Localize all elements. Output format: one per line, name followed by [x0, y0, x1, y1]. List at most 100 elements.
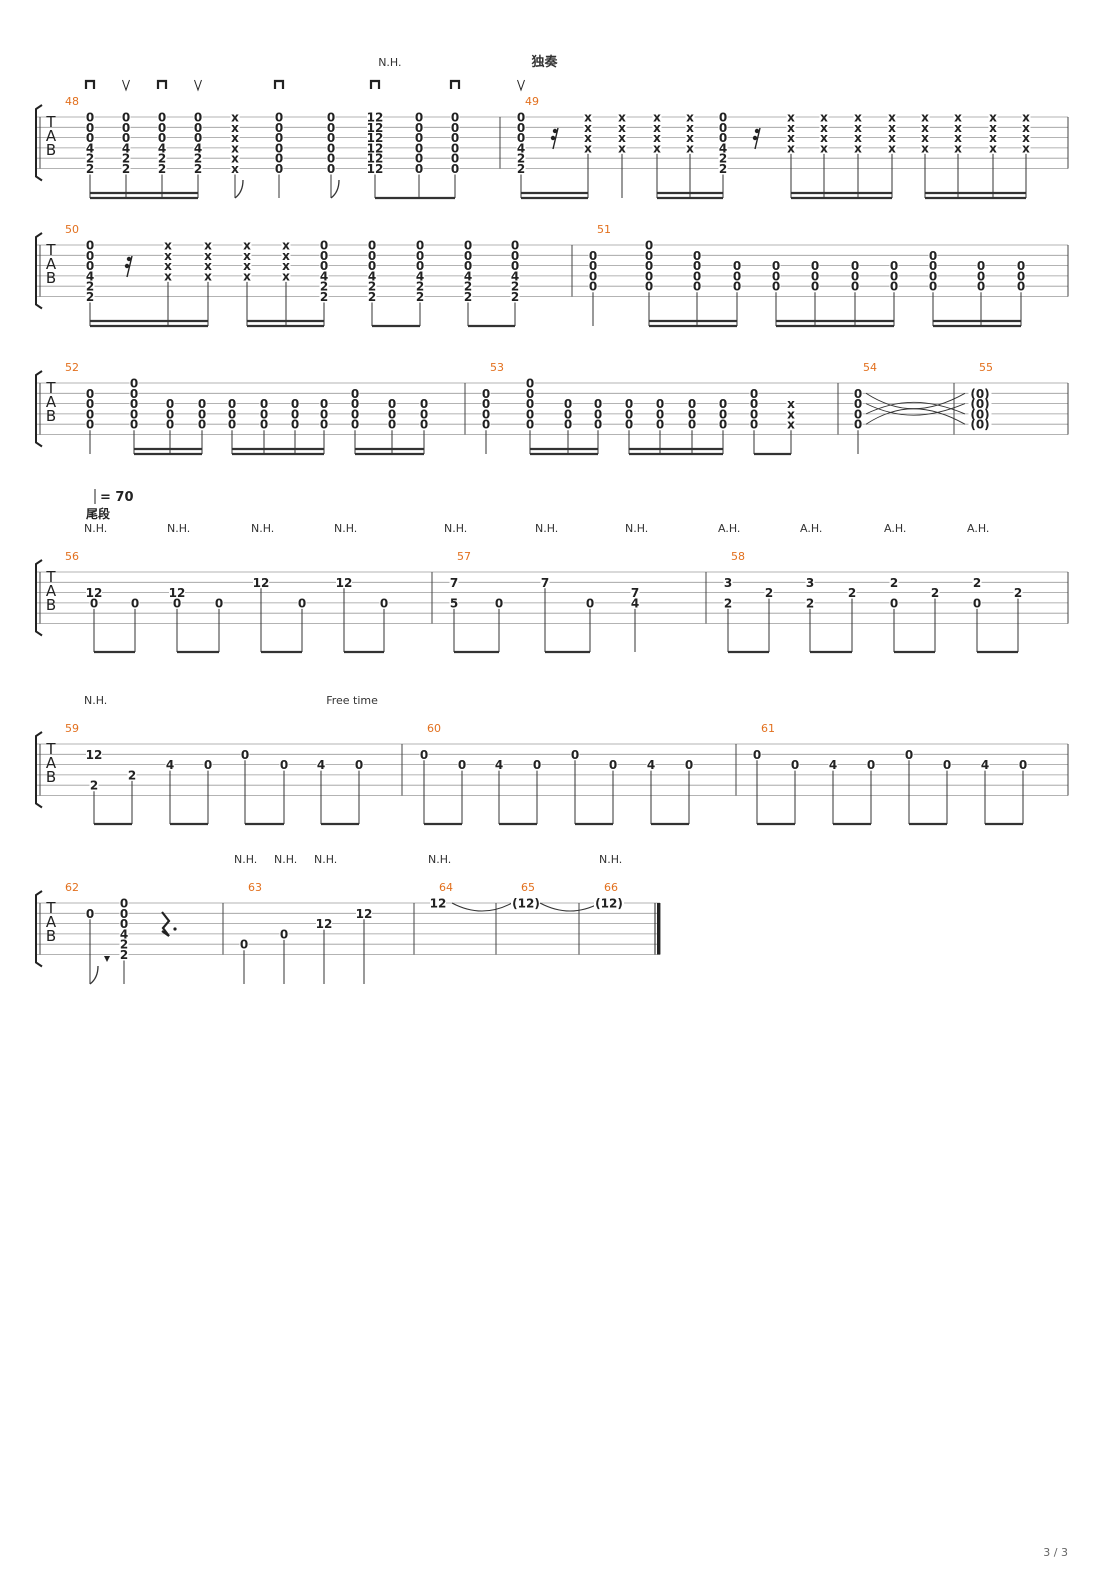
fret-number: 2	[86, 152, 94, 166]
fret-number: 0	[733, 280, 741, 294]
fret-bg	[119, 908, 129, 919]
fret-bg	[414, 163, 424, 174]
tab-clef-letter: A	[46, 913, 57, 931]
dead-note: x	[854, 131, 862, 145]
fret-number: 0	[517, 111, 525, 125]
fret-number: 0	[564, 407, 572, 421]
fret-bg	[367, 132, 383, 143]
fret-bg	[203, 260, 213, 271]
fret-bg	[516, 153, 526, 164]
fret-bg	[281, 250, 291, 261]
fret-number: 0	[719, 397, 727, 411]
fret-number: 2	[806, 596, 814, 610]
fret-bg	[850, 281, 860, 292]
dead-note: x	[854, 141, 862, 155]
fret-number: 0	[586, 596, 594, 610]
fret-number: (0)	[970, 407, 989, 421]
fret-bg	[887, 122, 897, 133]
fret-bg	[197, 398, 207, 409]
fret-bg	[319, 240, 329, 250]
fret-bg	[414, 122, 424, 133]
fret-bg	[356, 908, 372, 919]
measure-number: 54	[863, 361, 877, 374]
fret-bg	[242, 270, 252, 281]
fret-number: 0	[327, 141, 335, 155]
fret-bg	[129, 408, 139, 419]
fret-bg	[419, 749, 429, 760]
fret-bg	[367, 112, 383, 122]
fret-bg	[85, 250, 95, 261]
fret-number: 12	[336, 576, 353, 590]
fret-number: 0	[625, 407, 633, 421]
dead-note: x	[282, 249, 290, 263]
fret-bg	[593, 408, 603, 419]
fret-bg	[450, 132, 460, 143]
fret-number: 0	[351, 418, 359, 432]
fret-number: 0	[173, 596, 181, 610]
fret-bg	[85, 163, 95, 174]
fret-bg	[718, 122, 728, 133]
fret-number: 0	[693, 249, 701, 263]
fret-number: 0	[275, 162, 283, 176]
fret-number: 0	[86, 121, 94, 135]
fret-number: 2	[122, 152, 130, 166]
dead-note: x	[653, 141, 661, 155]
fret-bg	[644, 240, 654, 250]
fret-bg	[230, 153, 240, 164]
fret-number: 0	[86, 259, 94, 273]
dead-note: x	[888, 121, 896, 135]
fret-bg	[463, 240, 473, 250]
fret-number: 0	[451, 152, 459, 166]
fret-bg	[510, 291, 520, 302]
measure-number: 52	[65, 361, 79, 374]
fret-number: 0	[594, 397, 602, 411]
fret-number: 0	[241, 748, 249, 762]
harmonic-annotation: Free time	[326, 694, 378, 707]
fret-bg	[692, 281, 702, 292]
fret-bg	[387, 398, 397, 409]
fret-bg	[415, 250, 425, 261]
tab-clef-letter: B	[46, 269, 56, 287]
fret-bg	[367, 270, 377, 281]
fret-number: 0	[204, 758, 212, 772]
system-bracket	[35, 370, 43, 448]
quarter-rest-icon	[161, 911, 177, 937]
fret-bg	[847, 587, 857, 598]
fret-number: 0	[320, 418, 328, 432]
fret-bg	[718, 132, 728, 143]
fret-bg	[1018, 759, 1028, 770]
fret-number: 0	[594, 418, 602, 432]
fret-number: 0	[415, 141, 423, 155]
fret-number: 0	[166, 407, 174, 421]
fret-bg	[274, 163, 284, 174]
rest-stem	[552, 127, 559, 150]
fret-bg	[481, 408, 491, 419]
dead-note: x	[787, 131, 795, 145]
harmonic-annotation: N.H.	[535, 522, 558, 535]
fret-bg	[121, 132, 131, 143]
fret-number: 0	[194, 111, 202, 125]
fret-bg	[85, 112, 95, 122]
final-barline-thick	[657, 903, 660, 955]
fret-bg	[274, 122, 284, 133]
fret-number: 4	[495, 758, 503, 772]
fret-bg	[367, 281, 377, 292]
fret-number: 0	[158, 111, 166, 125]
fret-bg	[367, 240, 377, 250]
fret-bg	[525, 419, 535, 430]
fret-bg	[193, 132, 203, 143]
fret-number: 4	[416, 269, 424, 283]
harmonic-annotation: N.H.	[167, 522, 190, 535]
fret-bg	[771, 270, 781, 281]
fret-number: 0	[240, 938, 248, 952]
fret-bg	[749, 408, 759, 419]
fret-number: 0	[415, 162, 423, 176]
fret-number: 0	[929, 259, 937, 273]
fret-bg	[516, 163, 526, 174]
fret-number: 0	[416, 239, 424, 253]
downstroke-icon	[273, 79, 285, 89]
fret-number: 0	[275, 121, 283, 135]
measure-number: 62	[65, 881, 79, 894]
fret-bg	[85, 122, 95, 133]
fret-number: 0	[851, 280, 859, 294]
